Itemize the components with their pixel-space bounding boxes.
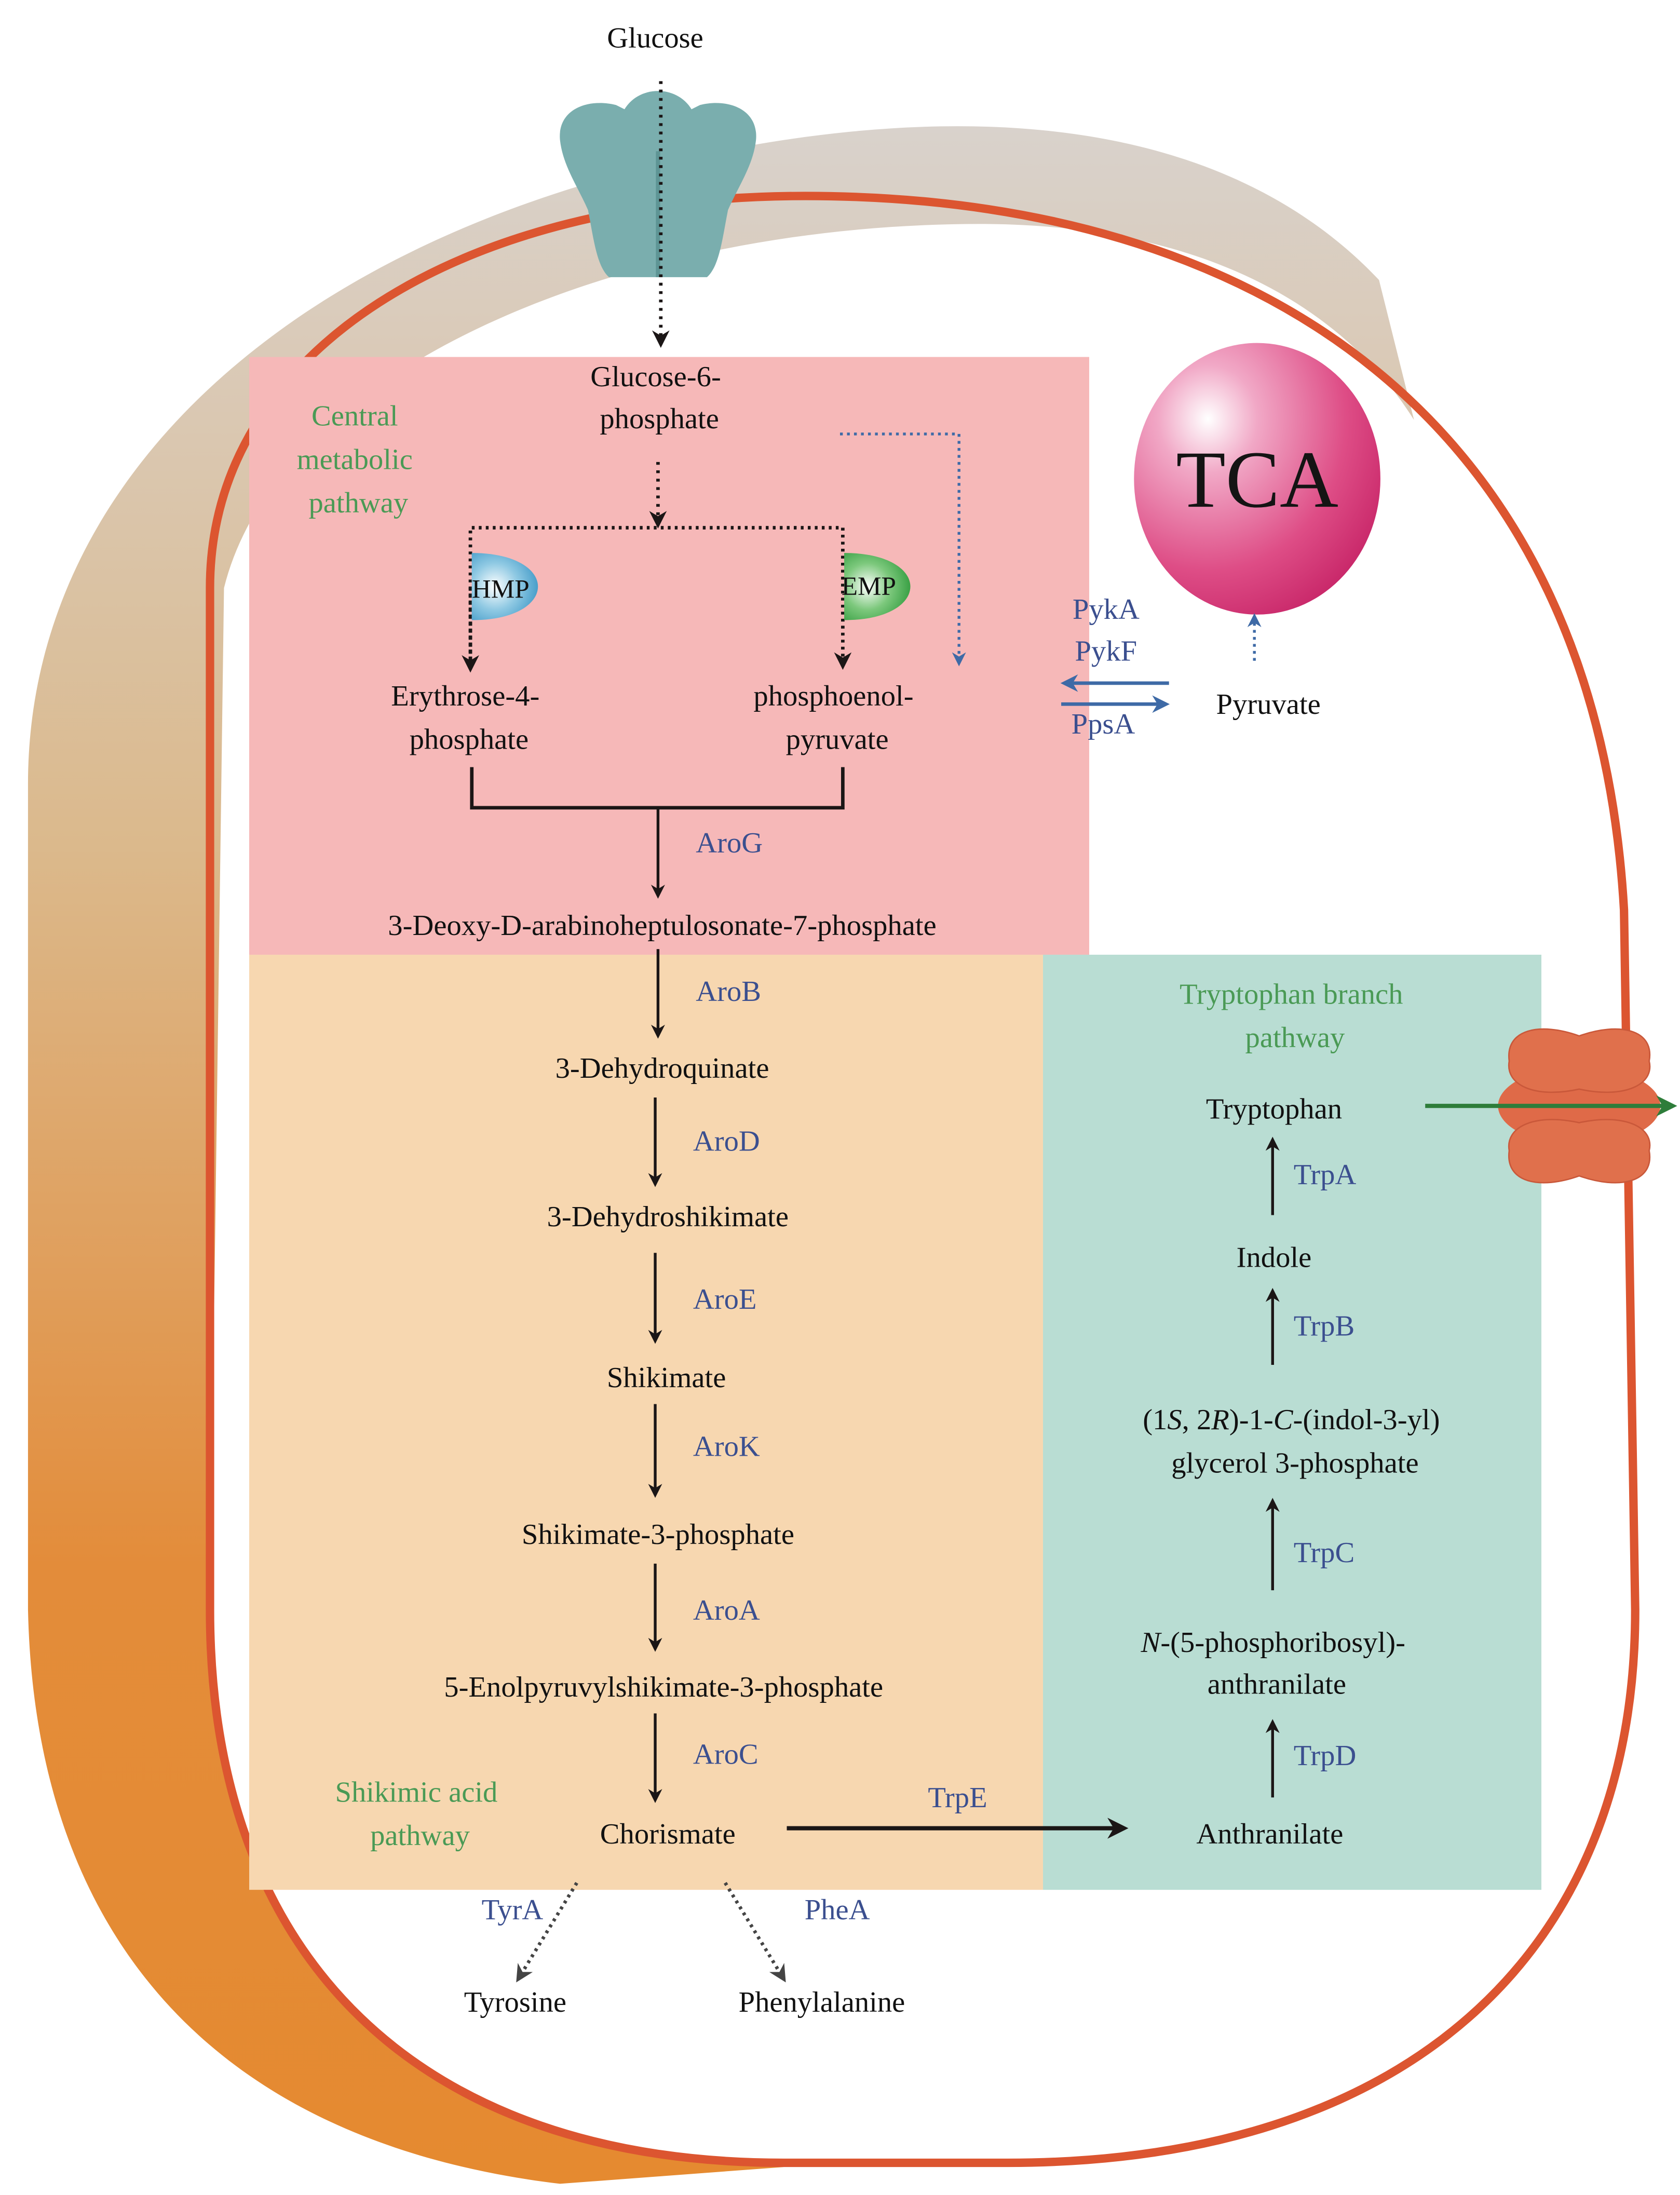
- tryptophan-branch-box: [1043, 954, 1542, 1890]
- enzyme-ppsa: PpsA: [1072, 708, 1135, 740]
- metabolite-epsp: 5-Enolpyruvylshikimate-3-phosphate: [444, 1671, 883, 1703]
- enzyme-trpb: TrpB: [1294, 1310, 1355, 1342]
- tca-cycle-sphere-icon: [1134, 343, 1380, 615]
- hmp-emp-branch-line: [468, 526, 852, 670]
- enzyme-arod: AroD: [693, 1125, 760, 1157]
- region-label-central: Central metabolic pathway: [297, 400, 420, 519]
- g6p-to-pep-blue-arrow: [840, 432, 966, 667]
- emp-label: EMP: [842, 572, 896, 601]
- central-metabolic-box: [249, 357, 1090, 955]
- enzyme-aroa: AroA: [693, 1594, 760, 1627]
- metabolite-phenylalanine: Phenylalanine: [739, 1986, 905, 2018]
- metabolite-phosphoenolpyruvate: phosphoenol- pyruvate: [753, 680, 920, 756]
- tca-label: TCA: [1176, 435, 1338, 524]
- emp-bubble-icon: [844, 553, 911, 620]
- metabolite-glucose-6-phosphate: Glucose-6- phosphate: [590, 361, 728, 435]
- outer-membrane: [28, 126, 1414, 2184]
- metabolite-anthranilate: Anthranilate: [1196, 1818, 1343, 1850]
- enzyme-phea: PheA: [805, 1894, 870, 1926]
- enzyme-arob: AroB: [696, 975, 761, 1008]
- glucose-transporter-icon: [560, 91, 756, 277]
- metabolite-indole: Indole: [1237, 1241, 1312, 1273]
- metabolite-erythrose-4-phosphate: Erythrose-4- phosphate: [391, 680, 547, 756]
- metabolite-cdrp: (1S, 2R)-1-C-(indol-3-yl) glycerol 3-pho…: [1143, 1404, 1447, 1480]
- metabolite-n-5-phosphoribosyl-anthranilate: N-(5-phosphoribosyl)- anthranilate: [1141, 1627, 1413, 1701]
- metabolite-dahp: 3-Deoxy-D-arabinoheptulosonate-7-phospha…: [388, 910, 936, 942]
- enzyme-trpc: TrpC: [1294, 1537, 1355, 1569]
- enzyme-aroc: AroC: [693, 1739, 758, 1771]
- metabolite-3-dehydroshikimate: 3-Dehydroshikimate: [547, 1201, 789, 1233]
- shikimic-acid-box: [249, 954, 1044, 1890]
- metabolite-glucose: Glucose: [607, 22, 703, 55]
- enzyme-arog: AroG: [696, 827, 763, 859]
- enzyme-aroe: AroE: [693, 1283, 757, 1316]
- tyra-arrow: [516, 1881, 578, 1983]
- enzyme-arok: AroK: [693, 1430, 760, 1462]
- metabolite-tyrosine: Tyrosine: [464, 1986, 566, 2018]
- metabolite-shikimate: Shikimate: [607, 1362, 726, 1394]
- region-label-tryptophan: Tryptophan branch pathway: [1180, 978, 1410, 1054]
- enzyme-pykf: PykF: [1075, 635, 1137, 668]
- enzyme-pyka: PykA: [1073, 593, 1140, 626]
- metabolite-pyruvate: Pyruvate: [1216, 688, 1321, 721]
- region-label-shikimic: Shikimic acid pathway: [335, 1776, 505, 1852]
- hmp-label: HMP: [472, 574, 530, 604]
- enzyme-trpa: TrpA: [1294, 1159, 1357, 1191]
- enzyme-trpe: TrpE: [928, 1782, 987, 1814]
- metabolite-tryptophan: Tryptophan: [1206, 1093, 1342, 1125]
- metabolite-chorismate: Chorismate: [600, 1818, 736, 1850]
- metabolite-3-dehydroquinate: 3-Dehydroquinate: [556, 1052, 769, 1085]
- enzyme-tyra: TyrA: [482, 1894, 544, 1926]
- phea-arrow: [723, 1881, 786, 1983]
- enzyme-trpd: TrpD: [1294, 1740, 1357, 1772]
- metabolite-shikimate-3-phosphate: Shikimate-3-phosphate: [522, 1519, 794, 1551]
